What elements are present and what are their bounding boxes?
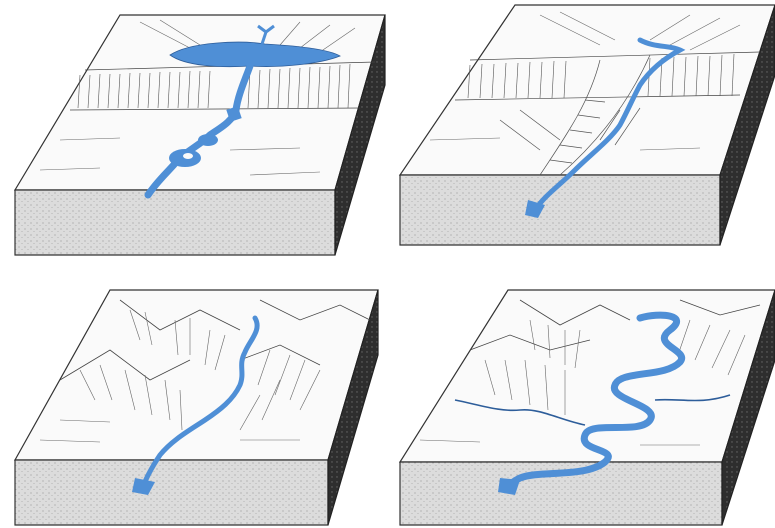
block-top [15,15,385,190]
block-front-face [15,460,328,525]
panel-stage-2 [400,5,775,245]
waterfall [232,108,236,120]
panel-stage-4 [400,290,775,525]
block-top [15,290,378,460]
block-top [400,5,775,175]
panel-stage-1 [15,15,385,255]
panel-stage-3 [15,290,378,525]
rapids-pool [198,134,218,146]
island [183,153,193,159]
block-front-face [15,190,335,255]
